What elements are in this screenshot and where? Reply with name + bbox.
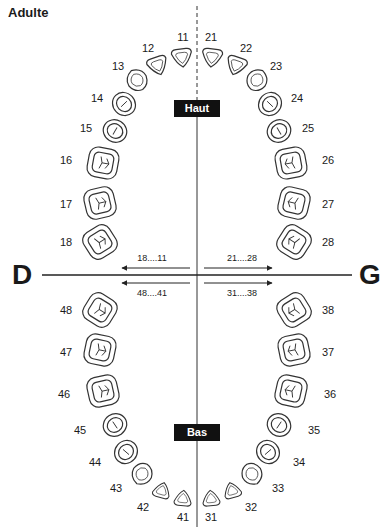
- tooth: [222, 480, 243, 499]
- tooth: [263, 115, 295, 146]
- tooth-number: 18: [60, 237, 72, 248]
- tooth: [123, 65, 151, 94]
- tooth-number: 36: [324, 389, 336, 400]
- region-label-box: Bas: [174, 424, 220, 441]
- tooth-number: 45: [74, 425, 86, 436]
- chart-title: Adulte: [8, 6, 48, 19]
- tooth: [82, 185, 118, 221]
- tooth: [174, 489, 193, 506]
- direction-label: 21....28: [227, 254, 257, 263]
- tooth: [276, 185, 312, 221]
- tooth: [82, 332, 117, 367]
- teeth: [79, 48, 314, 507]
- horizontal-axis: [42, 274, 352, 276]
- tooth: [263, 409, 295, 441]
- tooth: [243, 65, 271, 94]
- tooth: [99, 115, 131, 146]
- tooth: [108, 88, 140, 121]
- tooth: [79, 221, 120, 262]
- tooth: [128, 460, 156, 489]
- tooth: [110, 436, 142, 469]
- tooth-number: 11: [177, 32, 188, 43]
- tooth-number: 21: [205, 32, 217, 43]
- direction-label: 18....11: [137, 254, 166, 263]
- tooth-number: 23: [270, 61, 282, 72]
- tooth: [79, 289, 120, 330]
- tooth-number: 44: [89, 457, 101, 468]
- tooth-number: 26: [322, 155, 334, 166]
- direction-label: 31....38: [227, 289, 257, 298]
- tooth: [224, 54, 249, 78]
- tooth: [238, 460, 266, 489]
- tooth: [99, 409, 131, 441]
- tooth-number: 34: [293, 457, 305, 468]
- tooth: [171, 48, 193, 68]
- tooth: [276, 332, 311, 367]
- tooth-number: 41: [177, 512, 189, 523]
- tooth: [273, 289, 314, 330]
- region-label: Bas: [181, 427, 213, 438]
- tooth-number: 17: [60, 199, 72, 210]
- tooth: [273, 221, 314, 262]
- tooth: [202, 489, 221, 506]
- tooth-number: 48: [60, 305, 72, 316]
- tooth-number: 38: [322, 305, 334, 316]
- tooth-number: 47: [60, 347, 72, 358]
- tooth: [273, 373, 309, 409]
- tooth: [254, 88, 286, 121]
- region-label-box: Haut: [174, 100, 220, 117]
- tooth-number: 22: [240, 43, 252, 54]
- tooth-number: 42: [137, 502, 149, 513]
- tooth-number: 16: [60, 155, 72, 166]
- tooth: [274, 146, 309, 181]
- tooth-number: 28: [322, 237, 334, 248]
- region-label: Haut: [181, 103, 213, 114]
- tooth: [86, 146, 121, 181]
- tooth-number: 27: [322, 199, 334, 210]
- tooth: [146, 54, 171, 78]
- tooth-number: 32: [245, 502, 257, 513]
- side-letter: D: [12, 261, 32, 289]
- tooth: [85, 373, 121, 409]
- tooth-number: 15: [80, 123, 92, 134]
- direction-label: 48....41: [137, 289, 167, 298]
- direction-arrow: [122, 283, 190, 284]
- tooth-number: 25: [302, 123, 314, 134]
- tooth-number: 13: [112, 61, 124, 72]
- side-letter: G: [359, 261, 381, 289]
- tooth-number: 24: [291, 93, 303, 104]
- tooth: [201, 48, 223, 68]
- midline-dashed: [197, 6, 198, 100]
- tooth: [252, 436, 284, 469]
- midline: [197, 100, 198, 527]
- direction-arrow: [204, 283, 272, 284]
- tooth-number: 35: [308, 425, 320, 436]
- tooth-number: 14: [91, 93, 103, 104]
- tooth-number: 33: [272, 483, 284, 494]
- tooth-number: 46: [58, 389, 70, 400]
- tooth: [152, 480, 173, 499]
- tooth-number: 37: [322, 347, 334, 358]
- direction-arrow: [122, 268, 190, 269]
- tooth-number: 12: [142, 43, 154, 54]
- direction-arrow: [204, 268, 272, 269]
- tooth-number: 43: [110, 483, 122, 494]
- tooth-number: 31: [205, 512, 217, 523]
